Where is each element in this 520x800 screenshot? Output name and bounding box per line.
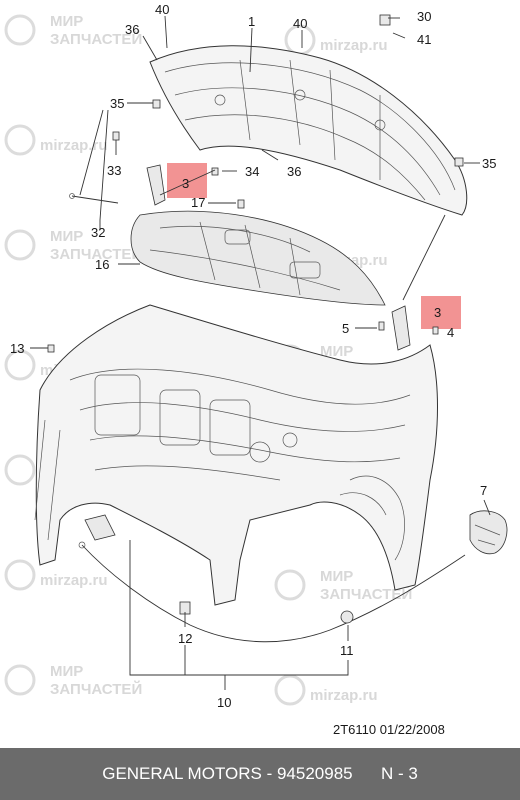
watermark-logo-icon bbox=[274, 569, 306, 601]
watermark-site: mirzap.ru bbox=[40, 572, 108, 589]
watermark-line1: МИР bbox=[50, 228, 83, 245]
watermark-site: mirzap.ru bbox=[310, 687, 378, 704]
watermark-line1: МИР bbox=[320, 568, 353, 585]
watermark-logo-icon bbox=[4, 349, 36, 381]
hood-latch bbox=[469, 510, 508, 555]
hood-hinge-bracket-right bbox=[391, 305, 411, 351]
watermark-logo-icon bbox=[274, 674, 306, 706]
watermark-logo-icon bbox=[4, 124, 36, 156]
watermark-logo-icon bbox=[4, 14, 36, 46]
callout-3: 3 bbox=[182, 176, 189, 191]
footer-bar: GENERAL MOTORS - 94520985 N - 3 bbox=[0, 748, 520, 800]
hood-insulator bbox=[130, 210, 386, 306]
hood-panel bbox=[149, 45, 468, 216]
watermark-logo-icon bbox=[4, 559, 36, 591]
callout-3: 3 bbox=[434, 305, 441, 320]
callout-13: 13 bbox=[10, 341, 24, 356]
callout-30: 30 bbox=[417, 9, 431, 24]
watermark-logo-icon bbox=[4, 454, 36, 486]
watermark-line2: ЗАПЧАСТЕЙ bbox=[50, 30, 142, 48]
callout-40: 40 bbox=[155, 2, 169, 17]
callout-32: 32 bbox=[91, 225, 105, 240]
watermark-logo-icon bbox=[4, 229, 36, 261]
callouts: 40 1 40 30 41 36 35 33 3 34 36 35 17 32 … bbox=[10, 2, 496, 710]
watermark-line1: МИР bbox=[50, 13, 83, 30]
leader-lines bbox=[30, 15, 491, 690]
drawing-code-label: 2T6110 01/22/2008 bbox=[333, 722, 445, 737]
callout-17: 17 bbox=[191, 195, 205, 210]
prop-rod bbox=[69, 193, 119, 204]
watermark-line2: ЗАПЧАСТЕЙ bbox=[50, 245, 142, 263]
callout-35: 35 bbox=[482, 156, 496, 171]
callout-36: 36 bbox=[287, 164, 301, 179]
callout-40: 40 bbox=[293, 16, 307, 31]
callout-5: 5 bbox=[342, 321, 349, 336]
watermark-line2: ЗАПЧАСТЕЙ bbox=[320, 585, 412, 603]
callout-16: 16 bbox=[95, 257, 109, 272]
release-handle-part bbox=[84, 514, 116, 541]
callout-1: 1 bbox=[248, 14, 255, 29]
callout-33: 33 bbox=[107, 163, 121, 178]
callout-12: 12 bbox=[178, 631, 192, 646]
watermark-site: mirzap.ru bbox=[40, 137, 108, 154]
callout-34: 34 bbox=[245, 164, 259, 179]
watermark-line2: ЗАПЧАСТЕЙ bbox=[50, 680, 142, 698]
bumper-stops bbox=[47, 14, 464, 353]
callout-10: 10 bbox=[217, 695, 231, 710]
release-cable bbox=[78, 541, 466, 643]
front-body-structure bbox=[34, 304, 438, 606]
callout-36: 36 bbox=[125, 22, 139, 37]
highlight-box-part3-lower bbox=[421, 296, 461, 329]
grommet-11 bbox=[340, 610, 354, 624]
callout-41: 41 bbox=[417, 32, 431, 47]
callout-4: 4 bbox=[447, 325, 454, 340]
callout-35: 35 bbox=[110, 96, 124, 111]
callout-7: 7 bbox=[480, 483, 487, 498]
watermark-line1: МИР bbox=[320, 343, 353, 360]
footer-text: GENERAL MOTORS - 94520985 N - 3 bbox=[102, 764, 418, 783]
callout-11: 11 bbox=[340, 643, 354, 658]
hood-hinge-bracket-left bbox=[146, 164, 166, 206]
watermark-site: mirzap.ru bbox=[320, 37, 388, 54]
highlight-box-part3-upper bbox=[167, 163, 207, 198]
watermark-line1: МИР bbox=[50, 663, 83, 680]
watermark-logo-icon bbox=[4, 664, 36, 696]
